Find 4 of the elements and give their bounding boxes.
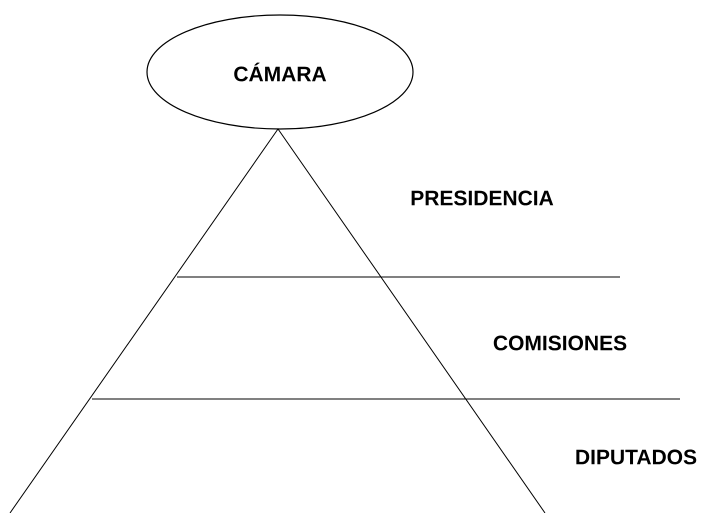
level-label: PRESIDENCIA [412,190,554,206]
level-label: COMISIONES [494,336,626,350]
ellipse-node: CÁMARA [146,14,414,130]
level-label: DIPUTADOS [576,450,696,464]
